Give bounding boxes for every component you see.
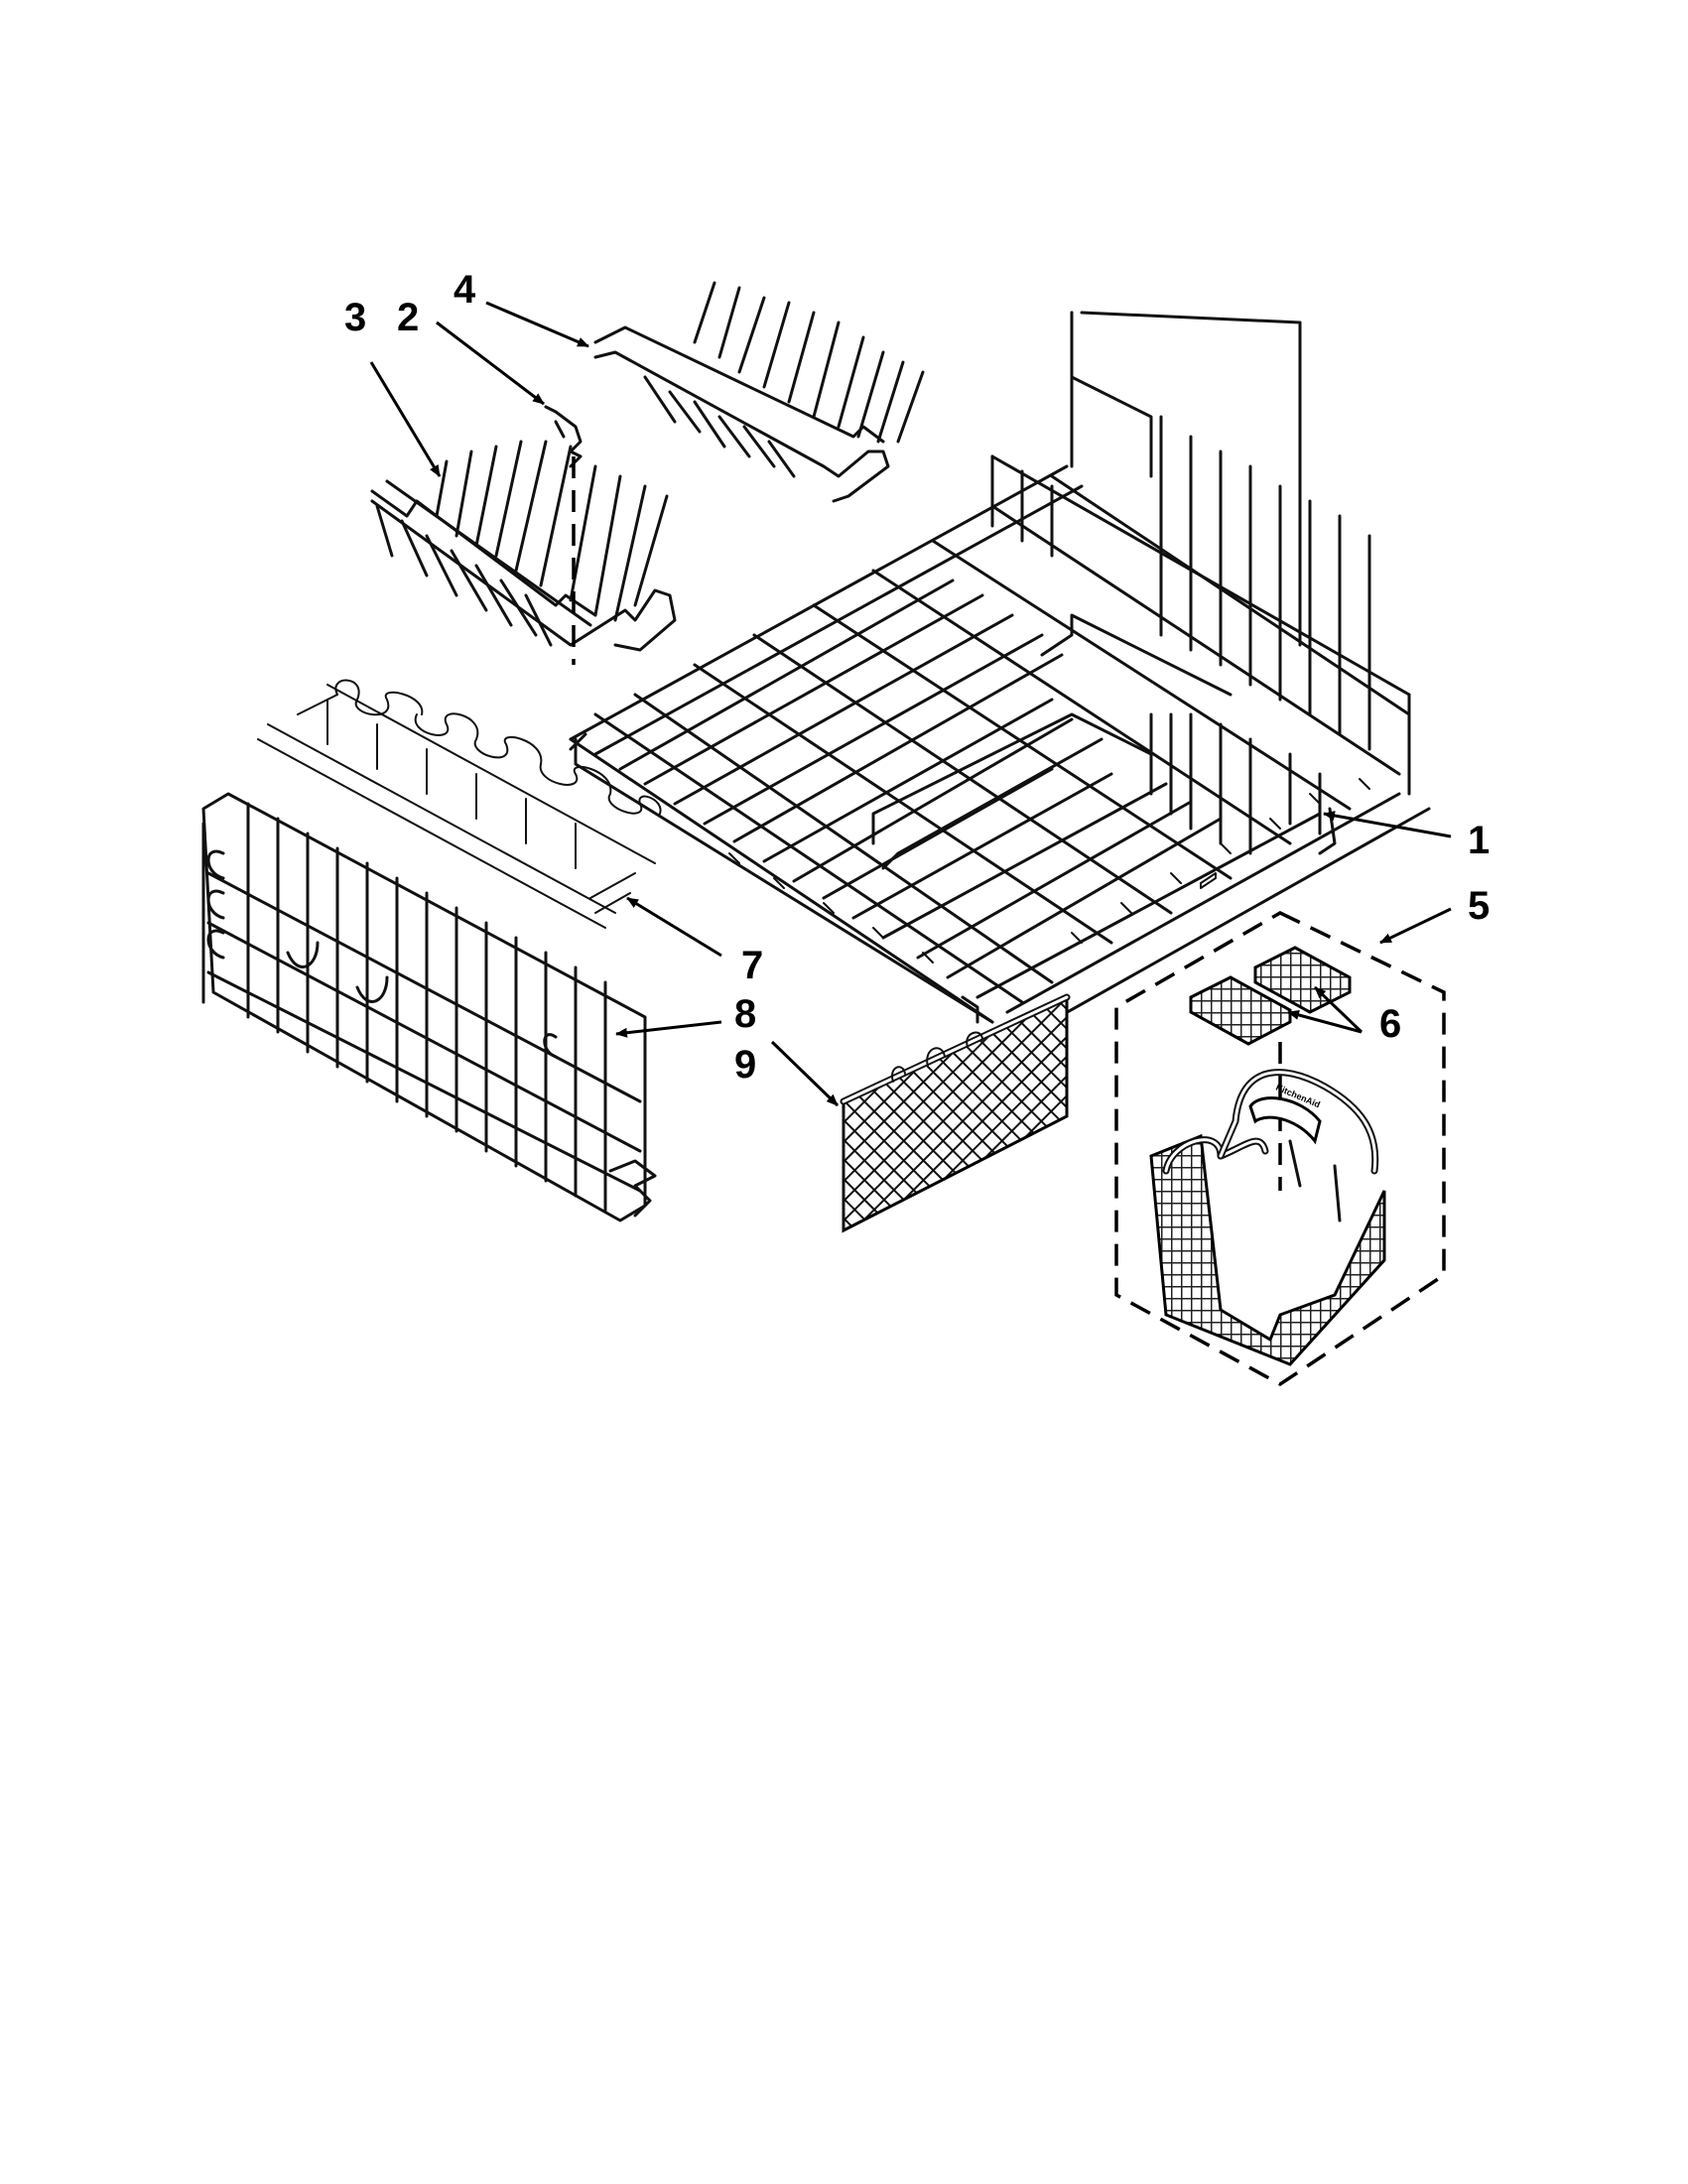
callout-1: 1 [1468,819,1490,862]
callout-5: 5 [1468,884,1490,928]
cup-shelf [257,679,662,929]
basket-lid-left [1189,975,1292,1046]
callout-leaders [369,301,1452,1107]
tine-row-left [370,440,677,652]
silverware-basket-assembly: KitchenAid [1114,911,1446,1387]
tine-row-right [593,281,925,503]
callout-9: 9 [734,1043,756,1087]
callout-6: 6 [1379,1002,1401,1046]
callout-4: 4 [454,268,476,312]
side-rack-panel [201,792,657,1222]
callout-2: 2 [397,296,419,339]
mesh-shield [840,993,1071,1233]
callout-8: 8 [734,992,756,1036]
silverware-basket: KitchenAid [1149,1069,1386,1366]
lower-rack [569,311,1431,1034]
callout-7: 7 [741,944,763,987]
callout-3: 3 [344,296,366,339]
rack-clip [544,405,583,468]
